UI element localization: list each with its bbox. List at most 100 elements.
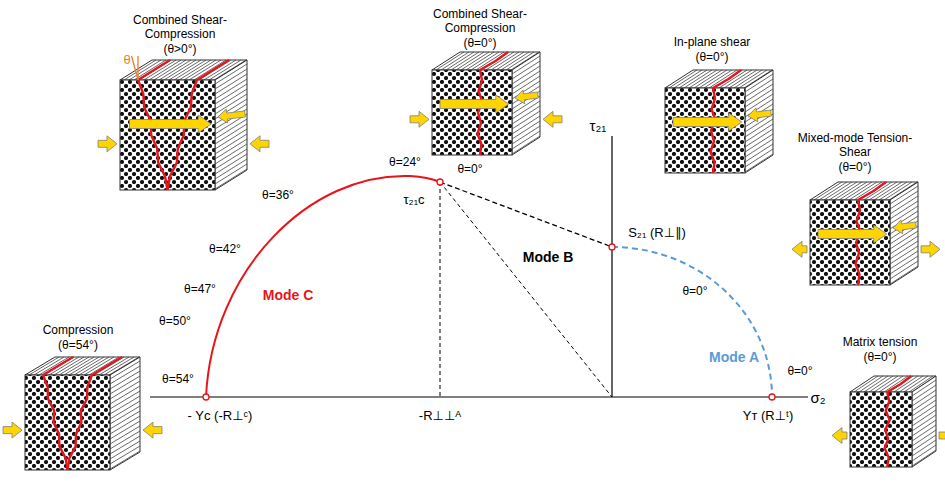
cube-caption: In-plane shear: [650, 35, 775, 49]
composite-cube: [3, 357, 162, 470]
fiber-line: [144, 60, 176, 80]
cube-side-face: [512, 52, 540, 155]
crack-line: [138, 60, 170, 80]
crack-line: [168, 80, 198, 190]
crack-line: [711, 88, 716, 173]
cube-side-face: [912, 376, 936, 467]
load-arrow: [515, 90, 538, 104]
crack-line: [478, 70, 483, 155]
composite-cube: [792, 182, 940, 285]
crack-line: [43, 375, 68, 470]
cube-side-face: [890, 182, 918, 285]
load-arrow: [673, 113, 742, 131]
cube-caption: (θ>0°): [118, 42, 243, 56]
fiber-line: [110, 366, 140, 384]
chart-label: Mode C: [263, 288, 314, 303]
fiber-line: [110, 406, 140, 424]
chart-label: θ=0°: [787, 365, 812, 378]
fiber-line: [512, 71, 540, 89]
load-arrow: [818, 225, 887, 243]
cube-caption: Combined Shear-Compression: [418, 7, 543, 36]
chart-label: θ=0°: [457, 163, 482, 176]
point-marker: [437, 179, 443, 185]
fiber-line: [215, 164, 247, 184]
fiber-line: [110, 421, 140, 439]
fiber-line: [912, 415, 936, 431]
fiber-line: [110, 441, 140, 459]
fiber-line: [745, 144, 773, 162]
chart-label: θ=36°: [262, 189, 294, 202]
fiber-line: [512, 61, 540, 79]
chart-label: Mode A: [709, 350, 759, 365]
fiber-line: [110, 396, 140, 414]
fiber-line: [745, 124, 773, 142]
crack-line: [197, 60, 229, 80]
fiber-line: [745, 154, 773, 172]
fiber-line: [110, 361, 140, 379]
load-arrow: [250, 136, 269, 152]
fiber-line: [110, 401, 140, 419]
chart-label: θ=24°: [389, 156, 421, 169]
crack-line: [43, 357, 73, 375]
crack-line: [885, 392, 890, 467]
crack-line: [858, 182, 886, 200]
fiber-line: [912, 395, 936, 411]
specimen-cube: Compression(θ=54°): [12, 323, 144, 474]
fiber-line: [890, 266, 918, 284]
cube-caption: Combined Shear-Compression: [118, 13, 243, 42]
point-marker: [203, 394, 209, 400]
fiber-line: [164, 60, 196, 80]
crack-line: [887, 376, 911, 392]
fiber-line: [884, 376, 908, 392]
load-arrow: [218, 109, 245, 123]
fiber-line: [215, 69, 247, 89]
fiber-line: [912, 420, 936, 436]
fiber-line: [512, 136, 540, 154]
specimen-cube: Combined Shear-Compression(θ>0°): [109, 13, 251, 194]
cube-caption: Matrix tension: [818, 335, 943, 349]
fiber-line: [189, 60, 221, 80]
fiber-line: [215, 149, 247, 169]
crack-line: [856, 200, 861, 285]
fiber-line: [745, 89, 773, 107]
fiber-line: [215, 169, 247, 189]
fiber-line: [110, 431, 140, 449]
fiber-line: [110, 446, 140, 464]
fiber-line: [179, 60, 211, 80]
fiber-line: [890, 261, 918, 279]
fiber-line: [512, 131, 540, 149]
fiber-line: [745, 74, 773, 92]
load-arrow: [98, 136, 117, 152]
fiber-line: [745, 79, 773, 97]
chart-label: θ=47°: [184, 283, 216, 296]
fiber-line: [512, 116, 540, 134]
fiber-line: [512, 106, 540, 124]
cube-front-face: [432, 70, 512, 155]
fiber-line: [890, 246, 918, 264]
fracture-plane-line: [440, 182, 612, 397]
load-arrow: [143, 422, 162, 438]
chart-label: Mode B: [523, 250, 574, 265]
fiber-section: [25, 375, 110, 470]
fiber-line: [912, 400, 936, 416]
fiber-line: [512, 111, 540, 129]
fiber-line: [874, 376, 898, 392]
fiber-line: [912, 390, 936, 406]
point-marker: [769, 394, 775, 400]
cube-front-face: [810, 200, 890, 285]
composite-cube: [665, 70, 773, 173]
fiber-line: [110, 371, 140, 389]
fiber-line: [890, 256, 918, 274]
specimen-cube: Matrix tension(θ=0°): [818, 335, 943, 471]
fiber-section: [120, 80, 215, 190]
fiber-line: [215, 119, 247, 139]
fiber-line: [912, 425, 936, 441]
cube-group: [3, 52, 945, 470]
crack-line: [138, 80, 168, 190]
fiber-line: [512, 121, 540, 139]
specimen-cube: Combined Shear-Compression(θ=0°): [416, 7, 544, 159]
angle-line: [132, 56, 138, 80]
composite-cube: [98, 56, 269, 190]
